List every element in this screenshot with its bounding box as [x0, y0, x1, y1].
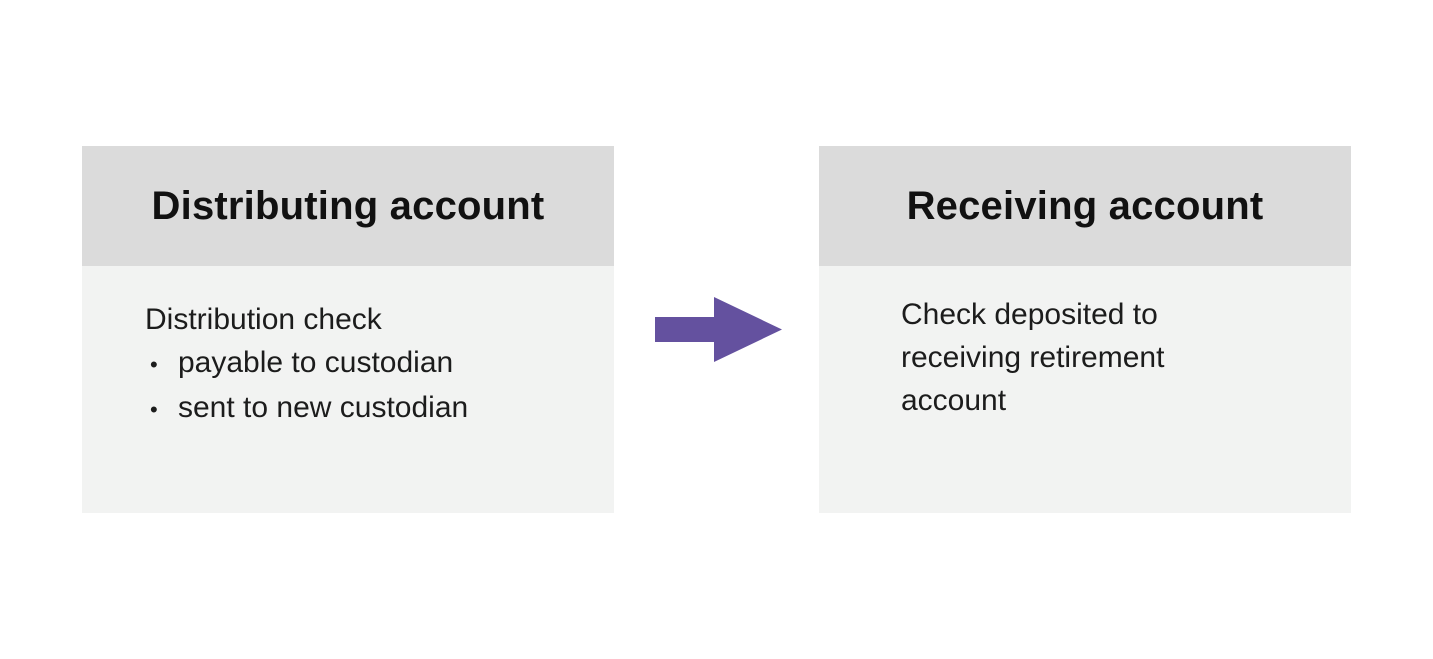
receiving-account-title: Receiving account — [819, 146, 1351, 266]
right-arrow-shape — [655, 297, 782, 362]
receiving-account-text: Check deposited to receiving retirement … — [901, 298, 1165, 417]
list-item: • sent to new custodian — [145, 386, 584, 431]
bullet-text: sent to new custodian — [178, 391, 469, 424]
distributing-account-intro: Distribution check — [145, 303, 382, 336]
bullet-text: payable to custodian — [178, 346, 454, 379]
receiving-account-box: Receiving account Check deposited to rec… — [819, 146, 1351, 513]
distributing-account-title: Distributing account — [82, 146, 614, 266]
receiving-account-body: Check deposited to receiving retirement … — [819, 266, 1351, 513]
bullet-icon: • — [150, 397, 158, 422]
distributing-account-bullet-list: • payable to custodian • sent to new cus… — [145, 341, 584, 431]
distributing-account-body: Distribution check • payable to custodia… — [82, 266, 614, 513]
right-arrow-icon — [655, 297, 782, 362]
bullet-icon: • — [150, 352, 158, 377]
list-item: • payable to custodian — [145, 341, 584, 386]
distributing-account-box: Distributing account Distribution check … — [82, 146, 614, 513]
